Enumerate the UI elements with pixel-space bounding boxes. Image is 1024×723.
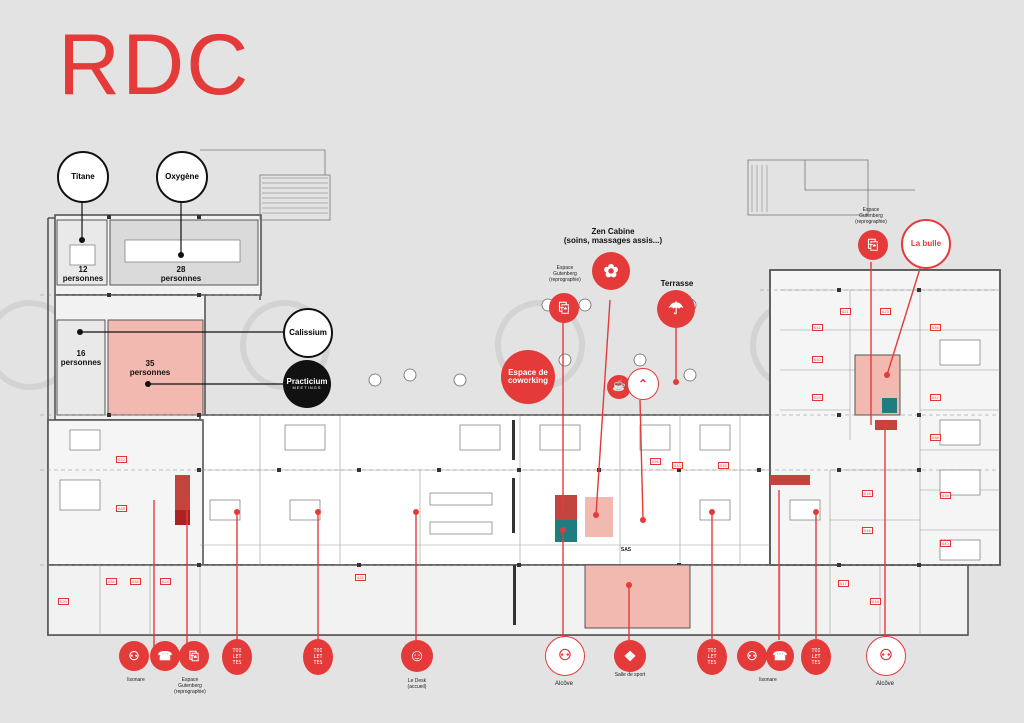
copier-icon: ⎘ [549,293,579,323]
room-number: 016 [862,527,873,534]
room-number: 025 [355,574,366,581]
room-number: 019 [880,308,891,315]
room-number: 036 [930,324,941,331]
room-number: 024 [160,578,171,585]
toilets-icon-2: TOI LET TES [303,639,333,675]
room-number: 033 [672,462,683,469]
meeting-room-oxygene-label: Oxygène [165,171,199,181]
capacity-titane: 12 personnes [62,265,104,283]
people-table-icon: ⚇ [119,641,149,671]
espace-coworking: Espace de coworking [501,350,555,404]
dumbbell-icon: ❖ [614,640,646,672]
room-number: 032 [718,462,729,469]
meeting-room-practicium-label: Practicium [286,376,328,386]
capacity-room-35: 35 personnes [129,359,171,377]
meeting-room-la-bulle: La bulle [901,219,951,269]
room-number: 017 [838,580,849,587]
smiley-icon: ☺ [401,640,433,672]
people-table-icon: ⚇ [545,636,585,676]
le-desk-label: Le Desk (accueil) [407,678,427,690]
alcove-1-label: Alcôve [554,681,573,687]
meeting-room-titane-label: Titane [71,171,95,181]
toilets-icon-4: TOI LET TES [801,639,831,675]
meeting-room-la-bulle-label: La bulle [910,238,942,248]
lotus-icon: ✿ [592,252,630,290]
room-number: 030 [812,356,823,363]
room-number: 037 [930,394,941,401]
room-number: 026 [650,458,661,465]
lisonare-right-label: lisonare [759,677,777,683]
bell-icon: ☎ [766,641,794,671]
terrasse-label: Terrasse [660,279,694,288]
meeting-room-calissium: Calissium [283,308,333,358]
meeting-room-calissium-label: Calissium [289,327,327,337]
room-number: 029 [812,394,823,401]
room-number: 020 [58,598,69,605]
capacity-room-16: 16 personnes [60,349,102,367]
room-number: 021 [840,308,851,315]
hanger-icon: ⌃ [627,368,659,400]
room-number: 035 [130,578,141,585]
people-table-icon: ⚇ [737,641,767,671]
room-number: 039 [940,492,951,499]
toilets-icon-1: TOI LET TES [222,639,252,675]
parasol-icon: ☂ [657,290,695,328]
room-number: 022 [116,456,127,463]
room-number: 018 [870,598,881,605]
room-number: 040 [940,540,951,547]
room-number: 031 [812,324,823,331]
people-table-icon: ⚇ [866,636,906,676]
espace-coworking-label: Espace de coworking [507,367,548,385]
meeting-room-titane: Titane [57,151,109,203]
lisonare-left-label: lisonare [127,677,145,683]
toilets-icon-3: TOI LET TES [697,639,727,675]
capacity-oxygene: 28 personnes [160,265,202,283]
meeting-room-practicium-sub: MEETINGS [292,385,322,391]
espace-gutenberg-top-label: Espace Gutenberg (reprographie) [549,265,581,283]
room-number: 038 [930,434,941,441]
salle-sport-label: Salle de sport [614,672,646,678]
meeting-room-oxygene: Oxygène [156,151,208,203]
page-title: RDC [58,17,251,113]
alcove-2-label: Alcôve [875,681,894,687]
copier-icon: ⎘ [858,230,888,260]
sas-label: SAS [620,547,632,553]
bell-icon: ☎ [150,641,180,671]
espace-gutenberg-right-label: Espace Gutenberg (reprographie) [855,207,887,225]
gutenberg-left-label: Espace Gutenberg (reprographie) [174,677,206,695]
copier-icon: ⎘ [179,641,209,671]
room-number: 028 [116,505,127,512]
meeting-room-practicium: Practicium MEETINGS [283,360,331,408]
room-number: 034 [106,578,117,585]
zen-cabine-label: Zen Cabine (soins, massages assis...) [563,227,663,245]
room-number: 015 [862,490,873,497]
